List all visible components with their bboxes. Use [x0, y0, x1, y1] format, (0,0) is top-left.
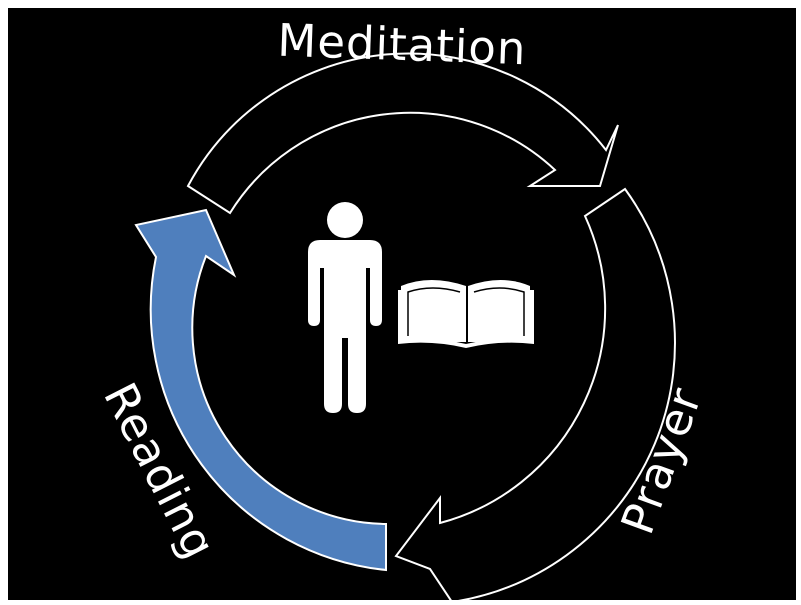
person-icon	[308, 202, 382, 413]
cycle-diagram: Meditation Prayer Reading	[8, 8, 796, 600]
prayer-arrow	[394, 187, 676, 600]
meditation-arrow	[186, 52, 619, 215]
cycle-diagram-svg: Meditation Prayer Reading	[93, 14, 712, 600]
reading-arrow	[134, 208, 387, 572]
label-meditation: Meditation	[277, 14, 528, 76]
open-book-icon	[398, 280, 534, 348]
